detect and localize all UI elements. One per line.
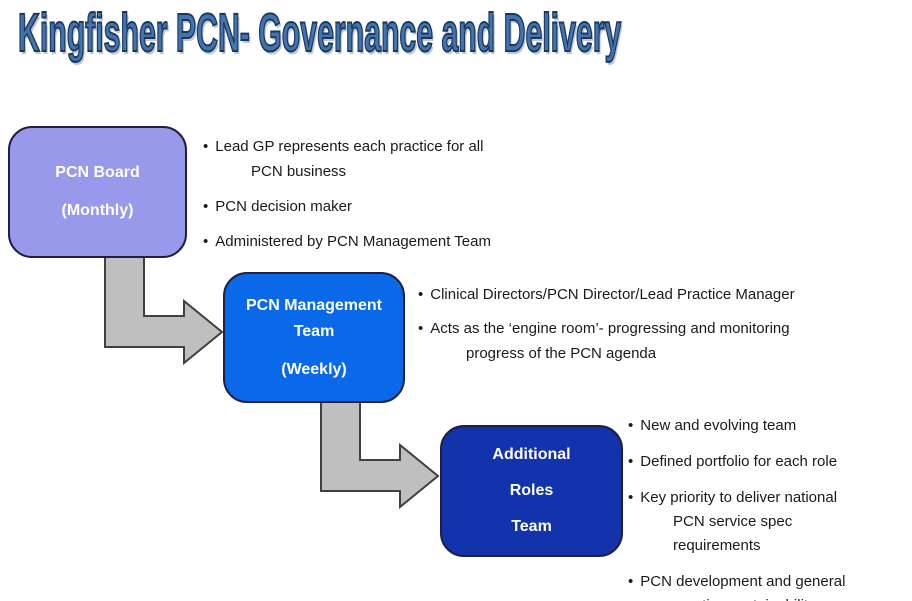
bent-arrow-connector-2 (320, 400, 440, 510)
pcn-board-box-title: PCN Board (55, 164, 140, 181)
bullet-item: Acts as the ‘engine room’- progressing a… (418, 316, 850, 366)
bullet-item: PCN development and general practice sus… (628, 570, 862, 601)
additional-roles-team-bullets: New and evolving team Defined portfolio … (628, 414, 862, 601)
bullet-item: Defined portfolio for each role (628, 450, 862, 474)
pcn-board-box: PCN Board (Monthly) (8, 126, 187, 258)
bullet-item: Administered by PCN Management Team (203, 229, 493, 254)
additional-roles-team-box-line2: Roles (509, 482, 554, 499)
page-title: Kingfisher PCN- Governance and Delivery (17, 2, 622, 64)
additional-roles-team-box-line3: Team (511, 518, 552, 535)
additional-roles-team-box-line1: Additional (492, 446, 571, 463)
pcn-management-team-box-frequency: (Weekly) (281, 360, 347, 378)
bent-arrow-connector-1 (104, 256, 224, 366)
bullet-item: Lead GP represents each practice for all… (203, 134, 493, 184)
pcn-board-box-frequency: (Monthly) (61, 202, 134, 219)
pcn-management-team-bullets: Clinical Directors/PCN Director/Lead Pra… (418, 282, 850, 375)
bullet-item: PCN decision maker (203, 194, 493, 219)
bullet-item: Clinical Directors/PCN Director/Lead Pra… (418, 282, 850, 307)
pcn-board-bullets: Lead GP represents each practice for all… (203, 134, 493, 264)
pcn-management-team-box: PCN Management Team (Weekly) (223, 272, 405, 403)
bullet-item: New and evolving team (628, 414, 862, 438)
pcn-management-team-box-title: PCN Management Team (245, 296, 383, 340)
additional-roles-team-box: Additional Roles Team (440, 425, 623, 557)
bullet-item: Key priority to deliver national PCN ser… (628, 486, 862, 558)
